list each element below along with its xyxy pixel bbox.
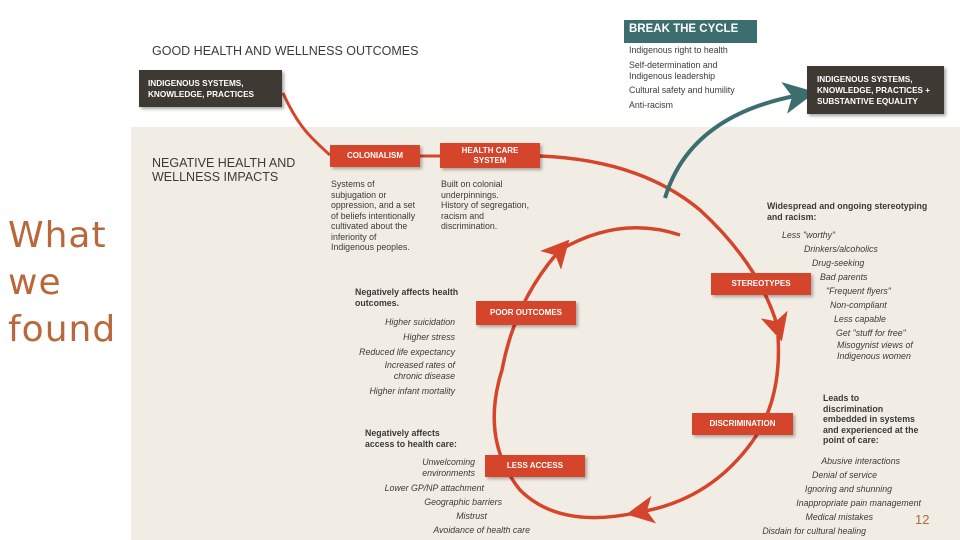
health-care-system-description: Built on colonial underpinnings. History…	[441, 179, 530, 231]
discrimination-list: Abusive interactions Denial of service I…	[740, 454, 925, 538]
poor-outcome-item: Reduced life expectancy	[359, 347, 455, 357]
less-access-box: LESS ACCESS	[485, 455, 585, 477]
less-access-item: Lower GP/NP attachment	[384, 483, 484, 493]
break-cycle-item: Self-determination and Indigenous leader…	[629, 60, 718, 81]
indigenous-systems-equality-box: INDIGENOUS SYSTEMS, KNOWLEDGE, PRACTICES…	[807, 66, 944, 114]
less-access-item: Unwelcoming environments	[422, 457, 475, 478]
poor-outcomes-list: Higher suicidation Higher stress Reduced…	[330, 315, 455, 398]
stereotype-item: Misogynist views of Indigenous women	[837, 340, 913, 361]
poor-outcome-item: Higher suicidation	[385, 317, 455, 327]
start-to-colonialism-connector	[281, 92, 331, 157]
poor-outcome-item: Higher stress	[403, 332, 455, 342]
break-cycle-item: Cultural safety and humility	[629, 85, 735, 95]
discrimination-to-less-access-arrow	[626, 440, 754, 524]
indigenous-systems-box: INDIGENOUS SYSTEMS, KNOWLEDGE, PRACTICES	[139, 70, 282, 107]
poor-outcome-item: Higher infant mortality	[369, 386, 455, 396]
slide-title: What we found	[8, 215, 117, 350]
break-the-cycle-title: BREAK THE CYCLE	[624, 20, 757, 43]
page-number: 12	[915, 512, 930, 527]
less-access-item: Mistrust	[456, 511, 487, 521]
poor-outcomes-to-stereotypes-arc	[559, 226, 681, 252]
stereotype-item: Bad parents	[820, 272, 868, 282]
discrimination-item: Denial of service	[811, 470, 877, 480]
break-the-cycle-list: Indigenous right to health Self-determin…	[629, 45, 799, 111]
negative-impacts-heading: NEGATIVE HEALTH AND WELLNESS IMPACTS	[152, 156, 296, 184]
discrimination-heading: Leads to discrimination embedded in syst…	[823, 393, 919, 445]
good-health-heading: GOOD HEALTH AND WELLNESS OUTCOMES	[152, 44, 419, 58]
discrimination-item: Inappropriate pain management	[796, 498, 921, 508]
discrimination-item: Medical mistakes	[805, 512, 873, 522]
stereotype-item: Less capable	[834, 314, 886, 324]
less-access-list: Unwelcoming environments Lower GP/NP att…	[360, 457, 530, 537]
discrimination-item: Abusive interactions	[821, 456, 900, 466]
colonialism-description: Systems of subjugation or oppression, an…	[331, 179, 416, 252]
stereotype-item: Drinkers/alcoholics	[804, 244, 878, 254]
stereotype-item: Less "worthy"	[782, 230, 836, 240]
poor-outcomes-box: POOR OUTCOMES	[476, 301, 576, 325]
stereotypes-list: Less "worthy" Drinkers/alcoholics Drug-s…	[782, 228, 942, 362]
break-cycle-item: Indigenous right to health	[629, 45, 728, 55]
break-cycle-item: Anti-racism	[629, 100, 673, 110]
less-access-item: Geographic barriers	[424, 497, 502, 507]
stereotype-item: Non-compliant	[830, 300, 887, 310]
stereotype-item: Get "stuff for free"	[836, 328, 906, 338]
less-access-item: Avoidance of health care	[433, 525, 530, 535]
poor-outcome-item: Increased rates of chronic disease	[384, 360, 455, 381]
poor-outcomes-heading: Negatively affects health outcomes.	[355, 287, 459, 308]
colonialism-box: COLONIALISM	[330, 145, 420, 167]
break-cycle-arrow	[663, 82, 816, 199]
stereotypes-box: STEREOTYPES	[711, 273, 811, 295]
discrimination-box: DISCRIMINATION	[692, 413, 793, 435]
less-access-heading: Negatively affects access to health care…	[365, 428, 457, 449]
discrimination-item: Disdain for cultural healing	[762, 526, 866, 536]
health-care-system-box: HEALTH CARE SYSTEM	[440, 143, 540, 168]
stereotype-item: Drug-seeking	[812, 258, 865, 268]
stereotype-item: "Frequent flyers"	[826, 286, 891, 296]
discrimination-item: Ignoring and shunning	[804, 484, 892, 494]
stereotypes-heading: Widespread and ongoing stereotyping and …	[767, 201, 928, 222]
